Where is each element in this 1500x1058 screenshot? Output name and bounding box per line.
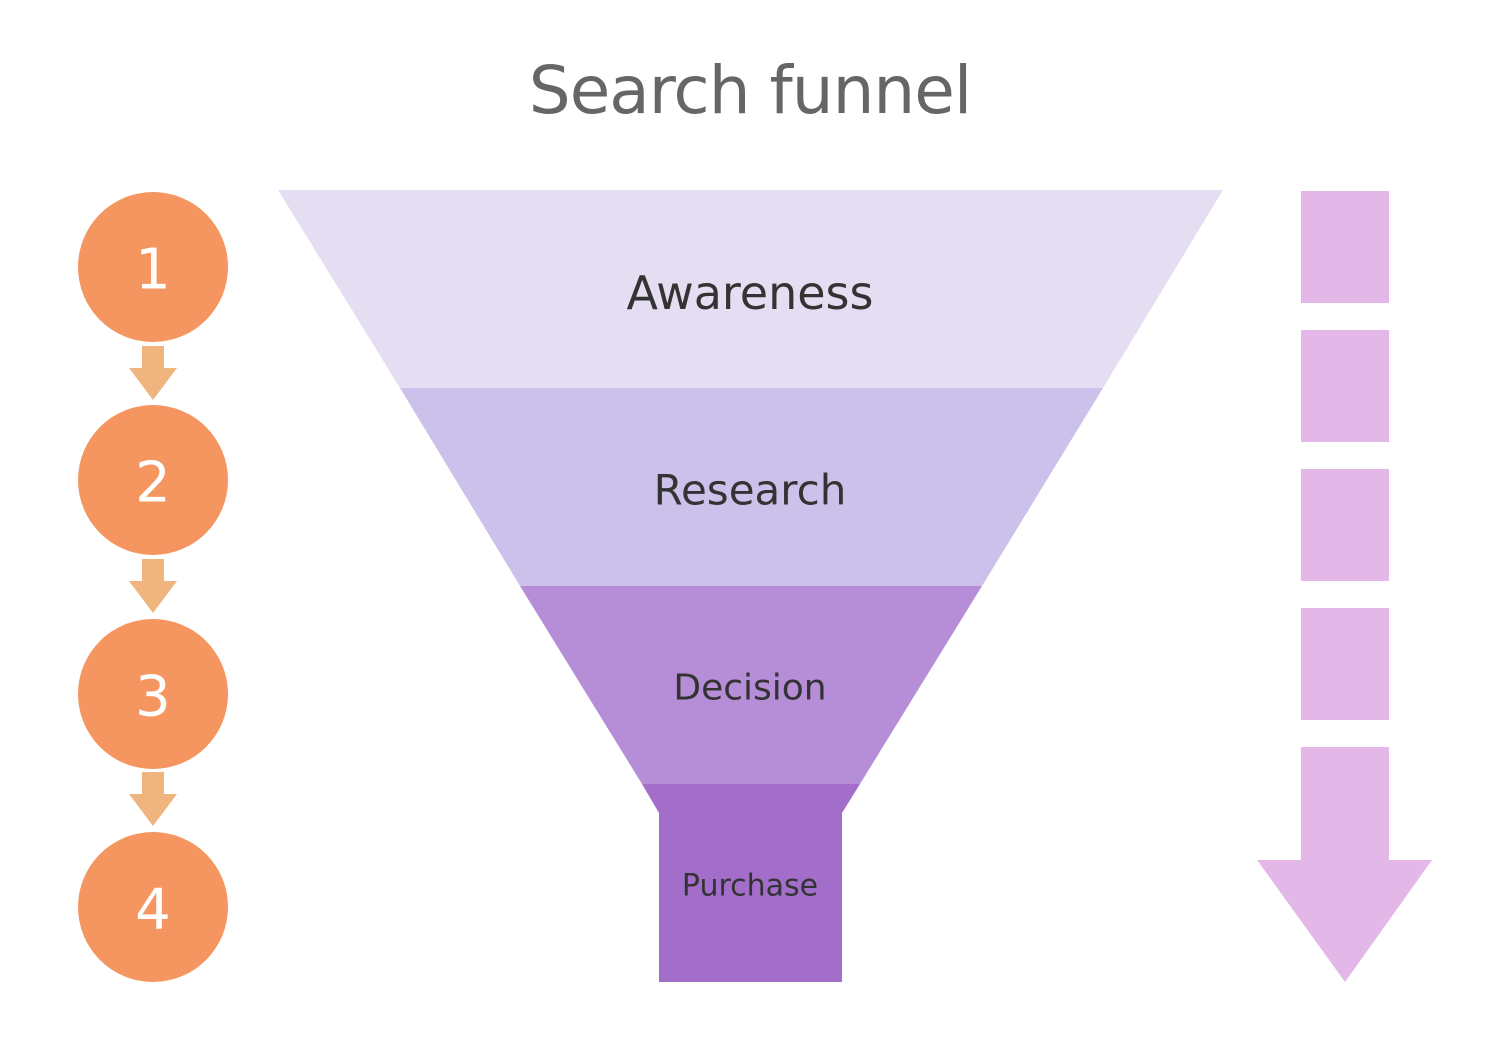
step-number: 2 [135, 451, 171, 516]
funnel-layer-research: Research [400, 388, 1103, 586]
funnel-layer-label: Purchase [682, 869, 818, 904]
funnel-layer-label: Awareness [626, 266, 873, 320]
funnel-layer-decision: Decision [520, 586, 982, 784]
direction-segment [1301, 608, 1389, 720]
step-4: 4 [78, 832, 228, 982]
step-circle [78, 832, 228, 982]
step-2: 2 [78, 405, 228, 555]
funnel-layer-shape [278, 190, 1223, 388]
step-arrow-icon [129, 772, 177, 826]
diagram-title: Search funnel [528, 52, 972, 129]
step-arrow-icon [129, 346, 177, 400]
direction-segment [1301, 469, 1389, 581]
step-number: 1 [135, 238, 171, 303]
step-3: 3 [78, 619, 228, 769]
direction-segment [1301, 191, 1389, 303]
funnel-layer-awareness: Awareness [278, 190, 1223, 388]
direction-arrow [1257, 191, 1432, 982]
funnel-layer-label: Research [654, 466, 847, 515]
step-1: 1 [78, 192, 228, 342]
step-arrow-icon [129, 559, 177, 613]
step-circle [78, 405, 228, 555]
funnel-layer-label: Decision [673, 668, 826, 709]
step-sequence: 1 2 3 4 [78, 192, 228, 982]
funnel: Awareness Research Decision Purchase [278, 190, 1223, 982]
direction-segment [1301, 330, 1389, 442]
step-number: 4 [135, 878, 171, 943]
funnel-layer-shape [642, 784, 860, 982]
funnel-layer-purchase: Purchase [642, 784, 860, 982]
step-circle [78, 619, 228, 769]
arrow-down-icon [1257, 747, 1432, 982]
funnel-layer-shape [400, 388, 1103, 586]
step-number: 3 [135, 665, 171, 730]
step-circle [78, 192, 228, 342]
funnel-layer-shape [520, 586, 982, 784]
